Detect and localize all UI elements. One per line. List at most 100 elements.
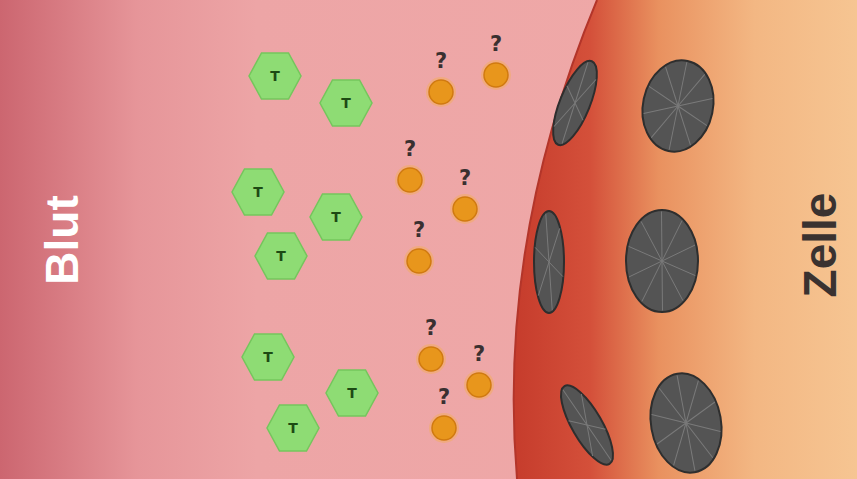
channel-segment: [629, 261, 662, 277]
molecule-glow: [429, 413, 459, 443]
hexagon-outline: [232, 169, 284, 215]
question-mark: ?: [413, 220, 425, 241]
hexagon-outline: [310, 194, 362, 240]
channel-segment: [559, 103, 578, 144]
unknown-molecule: ?: [404, 220, 434, 275]
molecule-circle: [453, 197, 477, 221]
channel-segment: [549, 262, 552, 310]
channel-segment: [661, 212, 662, 261]
channel-protein: [634, 54, 722, 159]
unknown-molecule: ?: [416, 318, 446, 373]
hexagon-molecule: T: [248, 52, 302, 100]
molecule-glow: [404, 246, 434, 276]
molecule-glow: [450, 194, 480, 224]
channel-protein: [552, 379, 623, 472]
channel-segment: [662, 261, 695, 276]
channel-segment: [546, 214, 549, 262]
molecule-letter: T: [263, 350, 273, 364]
hexagon-molecule: T: [319, 79, 373, 127]
cell-region: [514, 0, 857, 479]
hexagon-outline: [326, 370, 378, 416]
channel-segment: [662, 261, 663, 310]
channel-segment: [686, 423, 695, 471]
channel-segment: [662, 261, 683, 301]
molecule-glow: [416, 344, 446, 374]
channel-segment: [662, 221, 682, 261]
hexagon-molecule: T: [325, 369, 379, 417]
hexagon-outline: [249, 53, 301, 99]
question-mark: ?: [473, 344, 485, 365]
channel-protein: [643, 368, 729, 479]
channel-segment: [654, 423, 688, 444]
channel-segment: [671, 106, 698, 145]
hexagon-outline: [267, 405, 319, 451]
channel-segment: [658, 67, 685, 106]
channel-segment: [535, 247, 549, 262]
unknown-molecule: ?: [426, 51, 456, 106]
unknown-molecule: ?: [464, 344, 494, 399]
question-mark: ?: [425, 318, 437, 339]
channel-body: [552, 379, 623, 472]
hexagon-outline: [242, 334, 294, 380]
hexagon-molecule: T: [266, 404, 320, 452]
hexagon-outline: [320, 80, 372, 126]
molecule-glow: [426, 77, 456, 107]
channel-segment: [554, 99, 575, 131]
unknown-molecule: ?: [450, 168, 480, 223]
molecule-glow: [481, 60, 511, 90]
question-mark: ?: [435, 51, 447, 72]
molecule-circle: [398, 168, 422, 192]
unknown-molecule: ?: [395, 139, 425, 194]
channel-segment: [575, 75, 596, 107]
channel-body: [534, 211, 564, 313]
channel-segment: [629, 246, 662, 261]
channel-segment: [677, 375, 686, 423]
channel-body: [643, 368, 729, 479]
molecule-letter: T: [270, 69, 280, 83]
molecule-circle: [407, 249, 431, 273]
hexagon-molecule: T: [254, 232, 308, 280]
molecule-letter: T: [341, 96, 351, 110]
channel-segment: [651, 102, 678, 142]
channel-protein: [534, 211, 564, 313]
unknown-molecule: ?: [429, 387, 459, 442]
channel-segment: [678, 62, 688, 106]
hexagon-outline: [255, 233, 307, 279]
channel-segment: [549, 228, 560, 262]
channel-body: [544, 56, 606, 151]
channel-protein: [626, 210, 698, 312]
channel-segment: [642, 261, 662, 301]
channel-segment: [679, 381, 705, 423]
channel-segment: [678, 70, 705, 110]
channel-segment: [587, 418, 605, 436]
channel-body: [634, 54, 722, 159]
channel-segment: [578, 425, 602, 456]
molecule-letter: T: [347, 386, 357, 400]
channel-segment: [641, 221, 662, 261]
channel-segment: [686, 419, 713, 461]
channel-segment: [572, 394, 596, 425]
channel-segment: [669, 106, 679, 150]
molecule-circle: [467, 373, 491, 397]
membrane-channels: [534, 54, 729, 479]
molecule-letter: T: [288, 421, 298, 435]
channel-segment: [686, 417, 720, 437]
channel-segment: [675, 106, 709, 126]
channel-segment: [659, 385, 686, 427]
question-mark: ?: [490, 34, 502, 55]
channel-segment: [678, 92, 712, 113]
channel-segment: [549, 262, 563, 277]
channel-protein: [544, 56, 606, 151]
molecule-circle: [432, 416, 456, 440]
channel-segment: [538, 262, 549, 296]
channel-segment: [667, 423, 693, 465]
region-label: Zelle: [797, 193, 843, 298]
channel-segment: [569, 414, 587, 432]
channel-segment: [683, 402, 717, 423]
channel-segment: [662, 245, 695, 261]
hexagon-molecule: T: [241, 333, 295, 381]
question-mark: ?: [438, 387, 450, 408]
channel-body: [626, 210, 698, 312]
